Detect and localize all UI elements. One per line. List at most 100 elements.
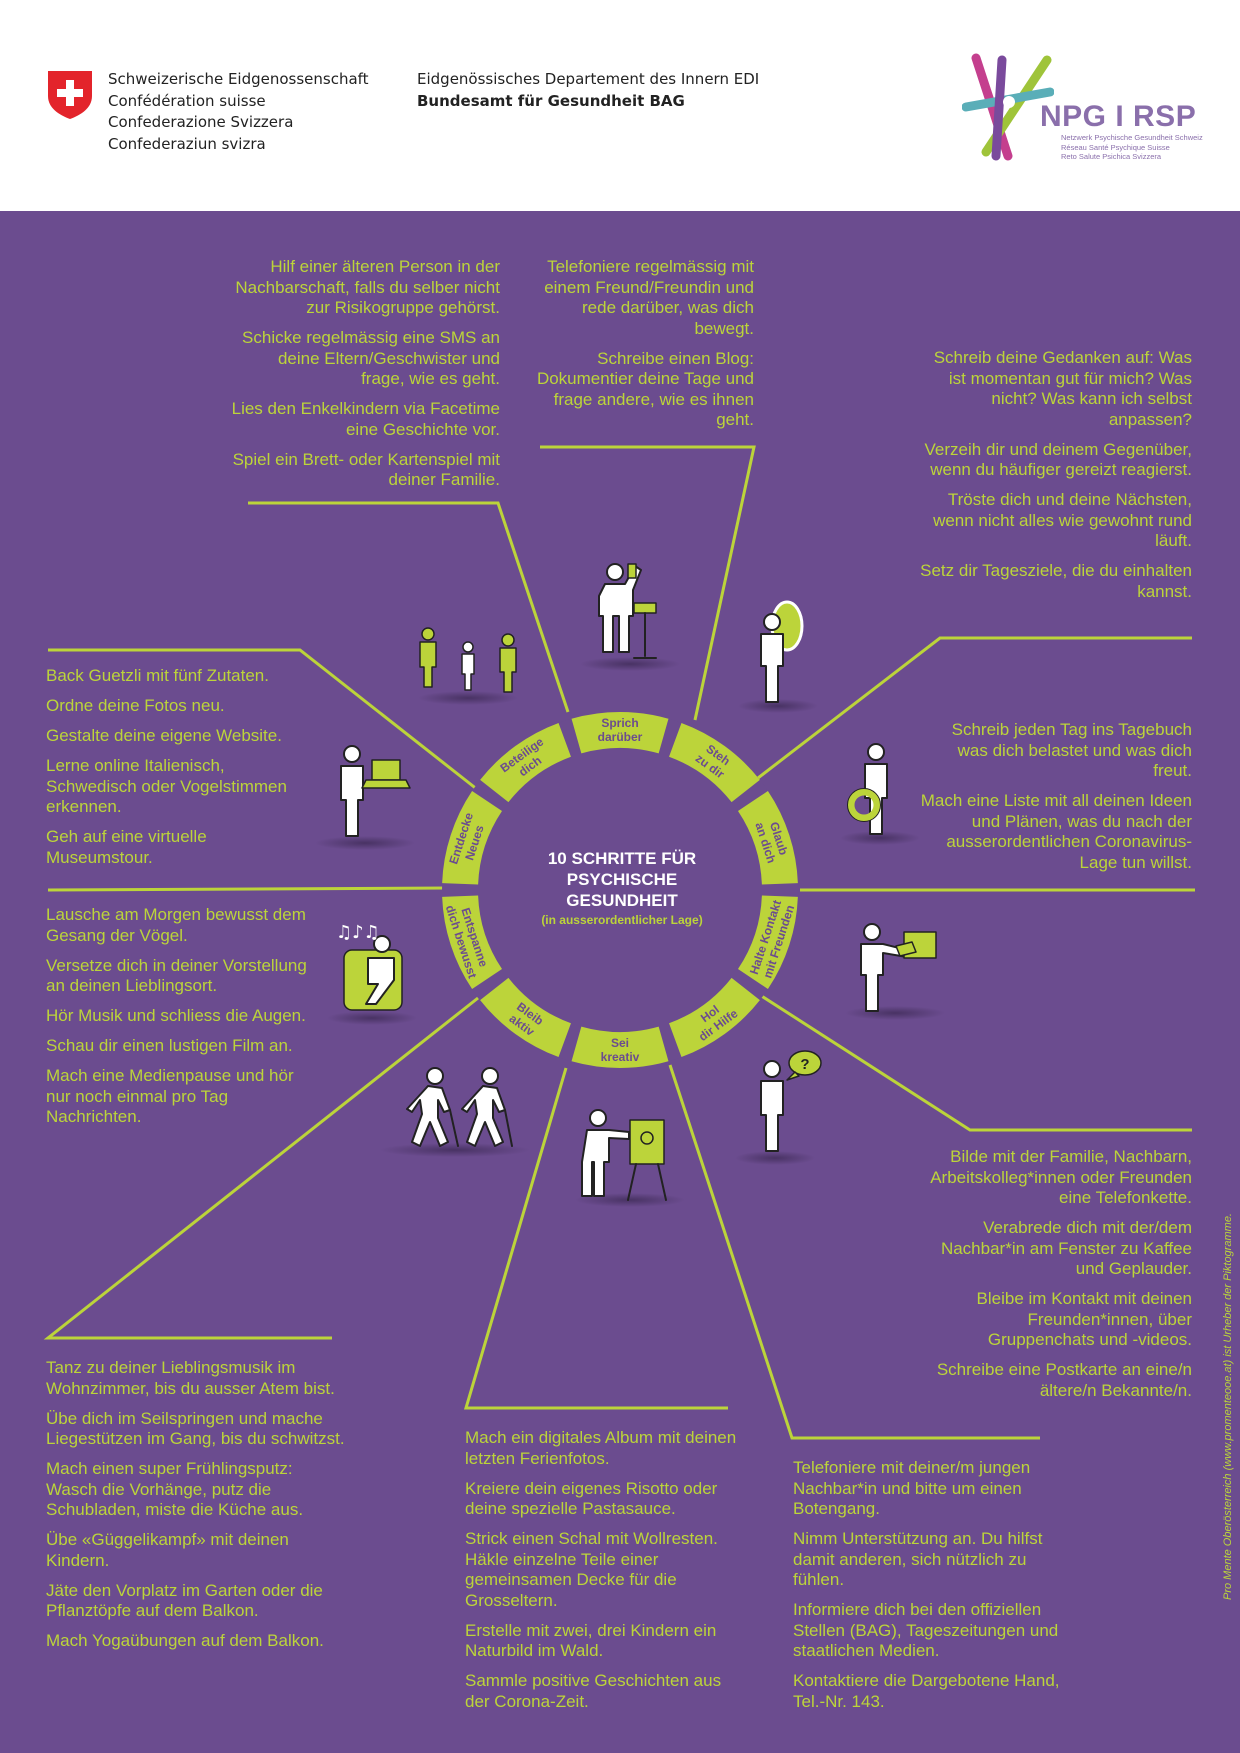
block-glaub: Schreib jeden Tag ins Tagebuch was dich … bbox=[920, 720, 1192, 883]
tip-entdecke-1: Back Guetzli mit fünf Zutaten. bbox=[46, 666, 269, 685]
tip-entspanne-1: Lausche am Morgen bewusst dem Gesang der… bbox=[46, 905, 306, 945]
tip-entdecke-5: Geh auf eine virtuelle Museumstour. bbox=[46, 827, 207, 867]
line-entdecke bbox=[48, 648, 479, 792]
block-beteilige: Hilf einer älteren Person in der Nachbar… bbox=[230, 257, 500, 500]
federal-name-rm: Confederaziun svizra bbox=[108, 134, 266, 153]
tip-halte-3: Bleibe im Kontakt mit deinen Freunden*in… bbox=[976, 1289, 1192, 1349]
npg-sub-de: Netzwerk Psychische Gesundheit Schweiz bbox=[1061, 133, 1203, 142]
walkers-icon bbox=[380, 1067, 530, 1157]
connector-lines bbox=[43, 445, 1195, 1440]
tip-sprich-1: Telefoniere regelmässig mit einem Freund… bbox=[544, 257, 754, 338]
wheel-segment-10 bbox=[480, 722, 571, 803]
painter-icon bbox=[575, 1109, 685, 1207]
wheel-segment-6 bbox=[571, 1026, 669, 1068]
npg-sub-fr: Réseau Santé Psychique Suisse bbox=[1061, 142, 1170, 152]
tip-beteilige-2: Schicke regelmässig eine SMS an deine El… bbox=[242, 328, 500, 388]
block-steh: Schreib deine Gedanken auf: Was ist mome… bbox=[920, 348, 1192, 612]
tip-steh-4: Setz dir Tagesziele, die du einhalten ka… bbox=[920, 561, 1192, 601]
tip-sei-1: Mach ein digitales Album mit deinen letz… bbox=[465, 1428, 737, 1468]
wheel-segment-9 bbox=[442, 790, 503, 885]
wheel-segment-label-line: Sprich bbox=[601, 716, 638, 730]
line-halte bbox=[759, 993, 1192, 1132]
wheel-segment-1 bbox=[571, 712, 669, 754]
svg-text:?: ? bbox=[800, 1056, 809, 1073]
block-entdecke: Back Guetzli mit fünf Zutaten. Ordne dei… bbox=[46, 666, 306, 878]
federal-name-de: Schweizerische Eidgenossenschaft bbox=[108, 70, 369, 88]
npg-subtitle: Netzwerk Psychische Gesundheit Schweiz R… bbox=[1061, 133, 1203, 162]
tip-bleib-4: Übe «Güggelikampf» mit deinen Kindern. bbox=[46, 1530, 289, 1570]
npg-sub-it: Reto Salute Psichica Svizzera bbox=[1061, 152, 1162, 161]
mailbox-person-icon bbox=[845, 923, 945, 1020]
tip-entspanne-4: Schau dir einen lustigen Film an. bbox=[46, 1036, 293, 1055]
tip-hol-2: Nimm Unterstützung an. Du hilfst damit a… bbox=[793, 1529, 1043, 1589]
swiss-cross-icon bbox=[48, 71, 92, 119]
tip-sprich-2: Schreibe einen Blog: Dokumentier deine T… bbox=[536, 348, 754, 430]
tip-entdecke-3: Gestalte deine eigene Website. bbox=[46, 726, 282, 745]
three-people-icon bbox=[418, 627, 518, 705]
tip-hol-1: Telefoniere mit deiner/m jungen Nachbar*… bbox=[793, 1458, 1031, 1518]
tip-entspanne-3: Hör Musik und schliess die Augen. bbox=[46, 1006, 306, 1025]
tip-steh-1: Schreib deine Gedanken auf: Was ist mome… bbox=[933, 348, 1192, 429]
block-sprich: Telefoniere regelmässig mit einem Freund… bbox=[536, 257, 754, 440]
wheel-segment-label-line: Sei bbox=[611, 1036, 629, 1050]
tip-sei-2: Kreiere dein eigenes Risotto oder deine … bbox=[465, 1478, 718, 1519]
lifebuoy-person-icon bbox=[840, 743, 920, 845]
tip-bleib-1: Tanz zu deiner Lieblingsmusik im Wohnzim… bbox=[46, 1358, 335, 1398]
wheel-segment-label-line: kreativ bbox=[601, 1050, 640, 1064]
line-sei bbox=[463, 1067, 728, 1410]
tip-bleib-6: Mach Yogaübungen auf dem Balkon. bbox=[46, 1631, 324, 1650]
federal-name-it: Confederazione Svizzera bbox=[108, 113, 294, 131]
mirror-person-icon bbox=[738, 600, 818, 713]
tip-entdecke-2: Ordne deine Fotos neu. bbox=[46, 696, 225, 715]
tip-halte-1: Bilde mit der Familie, Nachbarn, Arbeits… bbox=[930, 1147, 1192, 1207]
svg-text:♫♪♫: ♫♪♫ bbox=[336, 922, 380, 943]
speaker-icon bbox=[580, 563, 680, 671]
tip-hol-3: Informiere dich bei den offiziellen Stel… bbox=[793, 1600, 1059, 1660]
pictogram-credit: Pro Mente Oberösterreich (www.promenteoo… bbox=[1222, 1213, 1234, 1600]
tip-bleib-2: Übe dich im Seilspringen und mache Liege… bbox=[46, 1408, 345, 1449]
tip-entspanne-2: Versetze dich in deiner Vorstellung an d… bbox=[46, 955, 307, 996]
tip-halte-2: Verabrede dich mit der/dem Nachbar*in am… bbox=[940, 1218, 1192, 1278]
wheel-title-line-1: 10 SCHRITTE FÜR bbox=[548, 849, 696, 868]
tip-bleib-3: Mach einen super Frühlingsputz: Wasch di… bbox=[46, 1459, 304, 1519]
tip-sei-5: Sammle positive Geschichten aus der Coro… bbox=[465, 1671, 722, 1711]
wheel-segment-5 bbox=[669, 977, 760, 1058]
block-hol: Telefoniere mit deiner/m jungen Nachbar*… bbox=[793, 1458, 1063, 1722]
tip-glaub-1: Schreib jeden Tag ins Tagebuch was dich … bbox=[951, 720, 1192, 780]
wheel-title-line-2: PSYCHISCHE bbox=[567, 870, 678, 889]
line-beteilige bbox=[248, 501, 570, 713]
line-hol bbox=[668, 1064, 1040, 1440]
federal-names: Schweizerische Eidgenossenschaft Confédé… bbox=[108, 69, 369, 155]
armchair-music-icon: ♫♪♫ bbox=[327, 922, 417, 1025]
tip-beteilige-1: Hilf einer älteren Person in der Nachbar… bbox=[235, 257, 500, 317]
npg-logo-icon bbox=[962, 53, 1054, 161]
office-name: Bundesamt für Gesundheit BAG bbox=[417, 91, 685, 110]
tip-entspanne-5: Mach eine Medienpause und hör nur noch e… bbox=[46, 1066, 294, 1126]
wheel-segment-4 bbox=[737, 895, 798, 990]
tip-halte-4: Schreibe eine Postkarte an eine/n ältere… bbox=[936, 1360, 1192, 1400]
wheel-segment-8 bbox=[442, 895, 503, 990]
wheel-title-line-3: GESUNDHEIT bbox=[566, 891, 678, 910]
line-bleib bbox=[43, 996, 479, 1340]
npg-logo-text: NPG I RSP bbox=[1040, 100, 1197, 133]
department-names: Eidgenössisches Departement des Innern E… bbox=[417, 69, 759, 112]
tip-steh-2: Verzeih dir und deinem Gegenüber, wenn d… bbox=[924, 439, 1192, 480]
wheel-subtitle: (in ausserordentlicher Lage) bbox=[541, 913, 702, 927]
wheel-segment-3 bbox=[737, 790, 798, 885]
tip-steh-3: Tröste dich und deine Nächsten, wenn nic… bbox=[933, 490, 1192, 550]
block-halte: Bilde mit der Familie, Nachbarn, Arbeits… bbox=[922, 1147, 1192, 1411]
question-person-icon: ? bbox=[735, 1050, 822, 1165]
wheel-segment-label-line: darüber bbox=[598, 730, 643, 744]
federal-name-fr: Confédération suisse bbox=[108, 91, 266, 110]
header: Schweizerische Eidgenossenschaft Confédé… bbox=[0, 0, 1240, 211]
laptop-person-icon bbox=[315, 745, 415, 850]
wheel-segment-7 bbox=[480, 977, 571, 1058]
tip-beteilige-4: Spiel ein Brett- oder Kartenspiel mit de… bbox=[232, 449, 500, 490]
block-entspanne: Lausche am Morgen bewusst dem Gesang der… bbox=[46, 905, 316, 1137]
tip-entdecke-4: Lerne online Italienisch, Schwedisch ode… bbox=[46, 756, 287, 816]
pictogram-icons: ? ♫♪♫ bbox=[315, 563, 945, 1207]
department-name: Eidgenössisches Departement des Innern E… bbox=[417, 70, 760, 88]
